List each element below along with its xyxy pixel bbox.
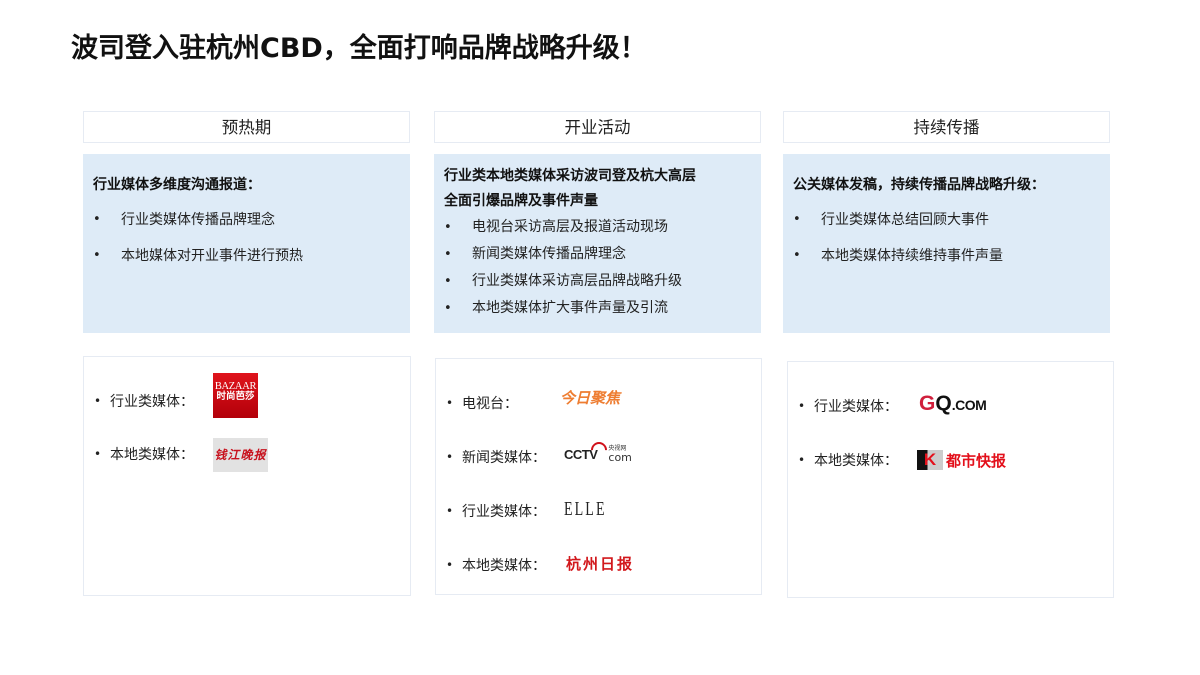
media-row: • 电视台：: [446, 383, 518, 423]
media-box-opening: • 电视台： 今日聚焦 • 新闻类媒体： CCTV 央视网 com • 行业类媒…: [435, 358, 762, 595]
bullet-icon: •: [94, 447, 102, 461]
bullet-icon: •: [94, 394, 102, 408]
media-row: • 本地类媒体：: [798, 440, 898, 480]
dushi-kuaibao-logo: K 都市快报: [917, 450, 1006, 470]
media-label: 本地类媒体：: [814, 453, 898, 469]
cctv-logo: CCTV 央视网 com: [564, 438, 632, 463]
phase-lead: 公关媒体发稿，持续传播品牌战略升级：: [793, 177, 1045, 193]
media-label: 新闻类媒体：: [462, 450, 546, 466]
elle-logo: ELLE: [564, 498, 607, 520]
media-label: 行业类媒体：: [462, 504, 546, 520]
phase-lead: 全面引爆品牌及事件声量: [444, 193, 598, 209]
bullet-item: 本地类媒体扩大事件声量及引流: [444, 295, 751, 322]
bullet-icon: •: [798, 399, 806, 413]
media-row: • 新闻类媒体：: [446, 437, 546, 477]
phase-header-opening: 开业活动: [434, 111, 761, 143]
media-box-warmup: • 行业类媒体： BAZAAR 时尚芭莎 • 本地类媒体： 钱江晚报: [83, 356, 411, 596]
bullet-icon: •: [798, 453, 806, 467]
bullet-item: 电视台采访高层及报道活动现场: [444, 214, 751, 241]
hangzhou-daily-logo: 杭州日报: [566, 557, 635, 573]
media-label: 电视台：: [462, 396, 518, 412]
phase-lead: 行业类本地类媒体采访波司登及杭大高层: [444, 168, 696, 184]
bullet-icon: •: [446, 450, 454, 464]
jinri-jujiao-logo: 今日聚焦: [560, 391, 621, 407]
phase-panel-warmup: 行业媒体多维度沟通报道： 行业类媒体传播品牌理念 本地媒体对开业事件进行预热: [83, 154, 410, 333]
bullet-item: 本地类媒体持续维持事件声量: [793, 238, 1100, 274]
gq-logo: G Q .COM: [919, 392, 987, 415]
media-label: 行业类媒体：: [110, 394, 194, 410]
media-row: • 行业类媒体：: [446, 491, 546, 531]
media-box-continuous: • 行业类媒体： G Q .COM • 本地类媒体： K 都市快报: [787, 361, 1114, 598]
media-label: 行业类媒体：: [814, 399, 898, 415]
phase-bullets: 行业类媒体总结回顾大事件 本地类媒体持续维持事件声量: [793, 202, 1100, 274]
bazaar-logo: BAZAAR 时尚芭莎: [213, 373, 258, 418]
bullet-item: 行业类媒体采访高层品牌战略升级: [444, 268, 751, 295]
k-icon: K: [917, 450, 943, 470]
media-row: • 本地类媒体：: [446, 545, 546, 585]
media-row: • 行业类媒体：: [798, 386, 898, 426]
bullet-icon: •: [446, 396, 454, 410]
page-title: 波司登入驻杭州CBD，全面打响品牌战略升级！: [71, 33, 647, 64]
media-row: • 行业类媒体：: [94, 381, 194, 421]
bullet-icon: •: [446, 504, 454, 518]
phase-panel-continuous: 公关媒体发稿，持续传播品牌战略升级： 行业类媒体总结回顾大事件 本地类媒体持续维…: [783, 154, 1110, 333]
media-label: 本地类媒体：: [462, 558, 546, 574]
bullet-item: 新闻类媒体传播品牌理念: [444, 241, 751, 268]
phase-header-continuous: 持续传播: [783, 111, 1110, 143]
phase-bullets: 电视台采访高层及报道活动现场 新闻类媒体传播品牌理念 行业类媒体采访高层品牌战略…: [444, 214, 751, 322]
phase-bullets: 行业类媒体传播品牌理念 本地媒体对开业事件进行预热: [93, 202, 400, 274]
bullet-item: 本地媒体对开业事件进行预热: [93, 238, 400, 274]
qianjiang-evening-news-logo: 钱江晚报: [213, 438, 268, 472]
media-label: 本地类媒体：: [110, 447, 194, 463]
phase-panel-opening: 行业类本地类媒体采访波司登及杭大高层 全面引爆品牌及事件声量 电视台采访高层及报…: [434, 154, 761, 333]
bullet-item: 行业类媒体总结回顾大事件: [793, 202, 1100, 238]
bullet-icon: •: [446, 558, 454, 572]
media-row: • 本地类媒体：: [94, 434, 194, 474]
phase-lead: 行业媒体多维度沟通报道：: [93, 177, 261, 193]
phase-header-warmup: 预热期: [83, 111, 410, 143]
bullet-item: 行业类媒体传播品牌理念: [93, 202, 400, 238]
